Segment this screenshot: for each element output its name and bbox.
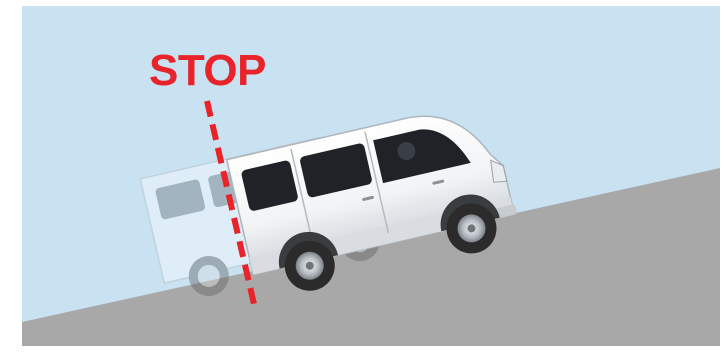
stop-label: STOP bbox=[149, 46, 266, 95]
